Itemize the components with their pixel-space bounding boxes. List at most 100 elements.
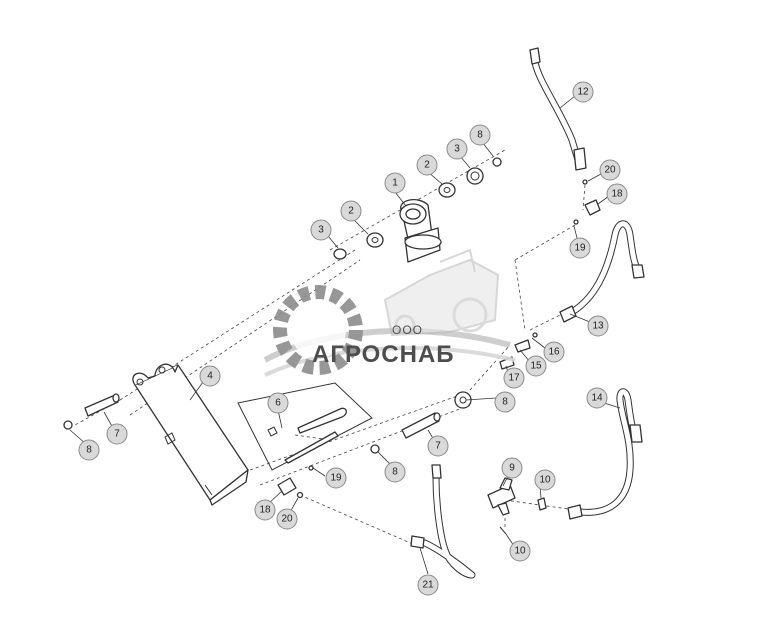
callout-8: 8 [469, 124, 491, 146]
callout-circle [384, 172, 406, 194]
callout-17: 17 [503, 367, 525, 389]
part-hose-14 [567, 388, 643, 520]
callout-20: 20 [276, 508, 298, 530]
callout-21: 21 [417, 574, 439, 596]
callout-9: 9 [501, 457, 523, 479]
callout-label: 20 [604, 165, 616, 176]
callout-12: 12 [572, 81, 594, 103]
callout-3: 3 [310, 219, 332, 241]
callout-label: 9 [509, 463, 515, 474]
callout-7: 7 [106, 423, 128, 445]
callout-15: 15 [525, 355, 547, 377]
callout-label: 1 [392, 178, 398, 189]
agrosnab-watermark-logo: ООО АГРОСНАБ [263, 248, 516, 377]
callout-circle [501, 457, 523, 479]
callout-label: 8 [86, 445, 92, 456]
callout-label: 3 [454, 144, 460, 155]
callout-label: 21 [422, 580, 434, 591]
callout-circle [446, 138, 468, 160]
callout-8: 8 [78, 439, 100, 461]
callout-label: 19 [574, 243, 586, 254]
part-hose-21 [410, 464, 476, 579]
callout-circle [509, 540, 531, 562]
callout-19: 19 [569, 237, 591, 259]
callout-label: 18 [611, 189, 623, 200]
inset-box-cotter-pin [237, 382, 373, 471]
callout-circle [586, 387, 608, 409]
callout-circle [587, 315, 609, 337]
callout-label: 13 [592, 321, 604, 332]
part-tee-fitting [487, 477, 547, 535]
callout-10: 10 [534, 469, 556, 491]
part-hose-12 [529, 47, 588, 185]
callout-label: 2 [424, 160, 430, 171]
callout-circle [384, 461, 406, 483]
callout-1: 1 [384, 172, 406, 194]
callout-circle [599, 159, 621, 181]
callout-19: 19 [325, 467, 347, 489]
callouts-layer: 1223384786191820788122018191316151714910… [78, 81, 628, 596]
callout-label: 7 [435, 441, 441, 452]
callout-circle [416, 154, 438, 176]
callout-2: 2 [340, 200, 362, 222]
part-cylinder-rod-end [399, 199, 442, 263]
callout-circle [267, 392, 289, 414]
callout-circle [606, 183, 628, 205]
part-cylinder-body [132, 363, 249, 506]
callout-circle [340, 200, 362, 222]
watermark-brand: АГРОСНАБ [312, 341, 455, 368]
callout-circle [525, 355, 547, 377]
callout-circle [199, 365, 221, 387]
callout-circle [254, 499, 276, 521]
part-pin-left [84, 393, 120, 417]
callout-3: 3 [446, 138, 468, 160]
callout-circle [427, 435, 449, 457]
callout-circle [494, 391, 516, 413]
callout-label: 7 [114, 429, 120, 440]
callout-label: 6 [275, 398, 281, 409]
callout-label: 10 [539, 475, 551, 486]
callout-label: 8 [502, 397, 508, 408]
callout-8: 8 [384, 461, 406, 483]
callout-2: 2 [416, 154, 438, 176]
callout-label: 12 [577, 87, 589, 98]
callout-10: 10 [509, 540, 531, 562]
callout-circle [417, 574, 439, 596]
watermark-company-type: ООО [392, 323, 423, 337]
part-washers-row [333, 157, 502, 260]
callout-label: 18 [259, 505, 271, 516]
callout-label: 15 [530, 361, 542, 372]
callout-label: 14 [591, 393, 603, 404]
callout-label: 4 [207, 371, 213, 382]
callout-label: 20 [281, 514, 293, 525]
callout-circle [106, 423, 128, 445]
callout-label: 8 [477, 130, 483, 141]
callout-18: 18 [254, 499, 276, 521]
callout-circle [569, 237, 591, 259]
part-elbow-fitting-right [573, 199, 601, 225]
callout-circle [469, 124, 491, 146]
part-fittings-15-16-17 [499, 332, 538, 370]
part-pin-middle [401, 412, 441, 439]
callout-16: 16 [543, 341, 565, 363]
callout-18: 18 [606, 183, 628, 205]
combine-harvester-icon [383, 248, 500, 337]
callout-6: 6 [267, 392, 289, 414]
callout-circle [310, 219, 332, 241]
callout-13: 13 [587, 315, 609, 337]
callout-circle [543, 341, 565, 363]
callout-label: 3 [318, 225, 324, 236]
callout-20: 20 [599, 159, 621, 181]
callout-label: 2 [348, 206, 354, 217]
callout-label: 10 [514, 546, 526, 557]
callout-label: 8 [392, 467, 398, 478]
callout-7: 7 [427, 435, 449, 457]
callout-circle [325, 467, 347, 489]
callout-circle [534, 469, 556, 491]
callout-circle [78, 439, 100, 461]
callout-label: 16 [548, 347, 560, 358]
callout-circle [572, 81, 594, 103]
gear-icon [273, 285, 363, 375]
callout-14: 14 [586, 387, 608, 409]
